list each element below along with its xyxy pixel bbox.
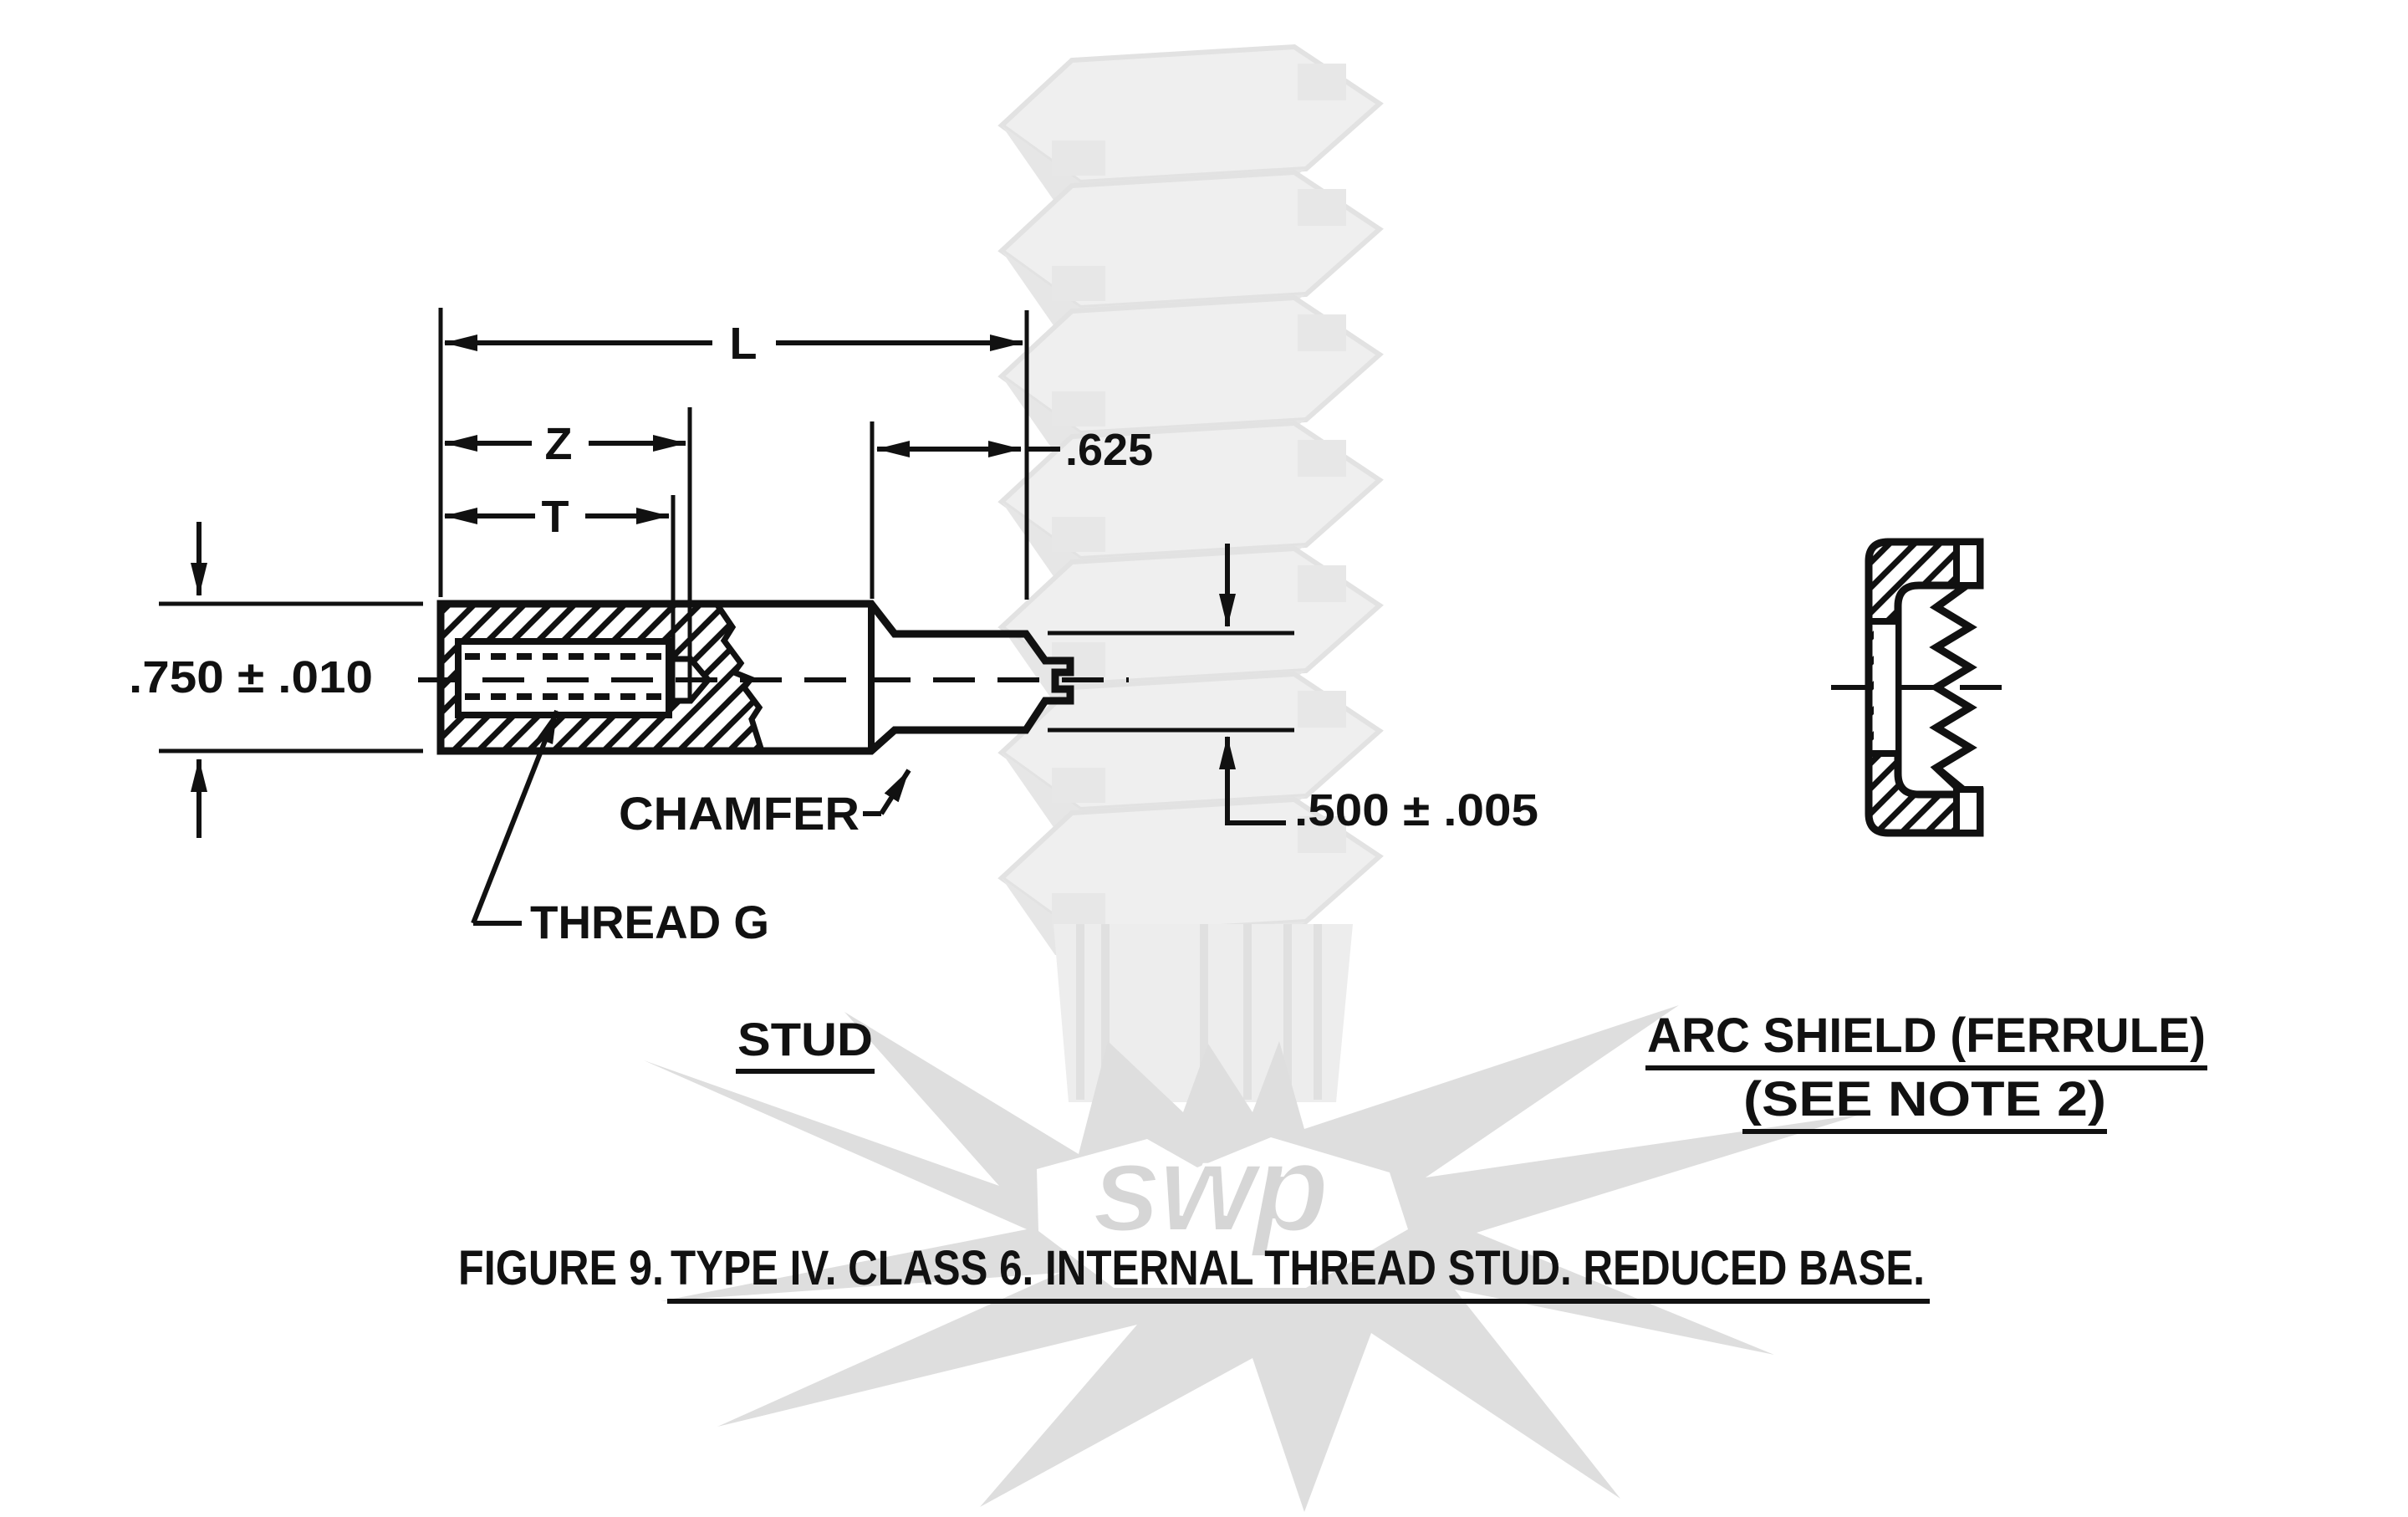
- ferrule-tab-bottom: [1953, 786, 1983, 836]
- extension-lines: [159, 308, 1294, 753]
- section-break-line: [714, 602, 765, 753]
- dim-L: L: [444, 319, 1023, 369]
- dim-label-tip-length: .625: [1065, 425, 1153, 475]
- ferrule-drawing: [1831, 538, 2017, 837]
- ferrule-label-line2: (SEE NOTE 2): [1743, 1072, 2106, 1126]
- watermark: swp: [644, 47, 1863, 1512]
- ferrule-tab-top: [1953, 539, 1983, 589]
- callout-thread-g: THREAD G: [471, 709, 769, 948]
- stud-view-label: STUD: [737, 1013, 873, 1065]
- dim-shank-diameter: .500 ± .005: [1219, 544, 1538, 835]
- dim-tip-length: .625: [876, 425, 1153, 475]
- chamfer-label: CHAMFER: [619, 787, 860, 840]
- dim-label-t: T: [542, 492, 569, 542]
- dim-label-base-diameter: .750 ± .010: [129, 652, 373, 702]
- watermark-logo-text: swp: [1092, 1117, 1326, 1258]
- ferrule-label-line1: ARC SHIELD (FERRULE): [1647, 1009, 2206, 1063]
- stud-outline: [436, 600, 1074, 755]
- dimensions: L Z T .625 .750 ± .010: [129, 308, 1538, 948]
- dim-T: T: [444, 492, 670, 542]
- ferrule-bore-step-band: [1869, 618, 1898, 757]
- watermark-star-core: [1037, 1137, 1408, 1288]
- dim-base-diameter: .750 ± .010: [129, 522, 373, 838]
- stud-drawing: [418, 600, 1129, 755]
- dim-label-shank-diameter: .500 ± .005: [1294, 785, 1538, 835]
- dim-label-z: Z: [545, 419, 573, 469]
- caption-prefix: FIGURE 9.: [458, 1241, 664, 1295]
- figure-caption: FIGURE 9. TYPE IV. CLASS 6. INTERNAL THR…: [458, 1241, 1930, 1304]
- thread-hidden-lines: [465, 653, 666, 700]
- dim-label-l: L: [730, 319, 758, 369]
- view-labels: STUD ARC SHIELD (FERRULE) (SEE NOTE 2): [736, 1009, 2207, 1134]
- callout-chamfer: CHAMFER: [619, 769, 911, 840]
- caption-title: TYPE IV. CLASS 6. INTERNAL THREAD STUD. …: [671, 1241, 1925, 1295]
- dim-Z: Z: [444, 419, 686, 469]
- thread-g-label: THREAD G: [530, 896, 769, 948]
